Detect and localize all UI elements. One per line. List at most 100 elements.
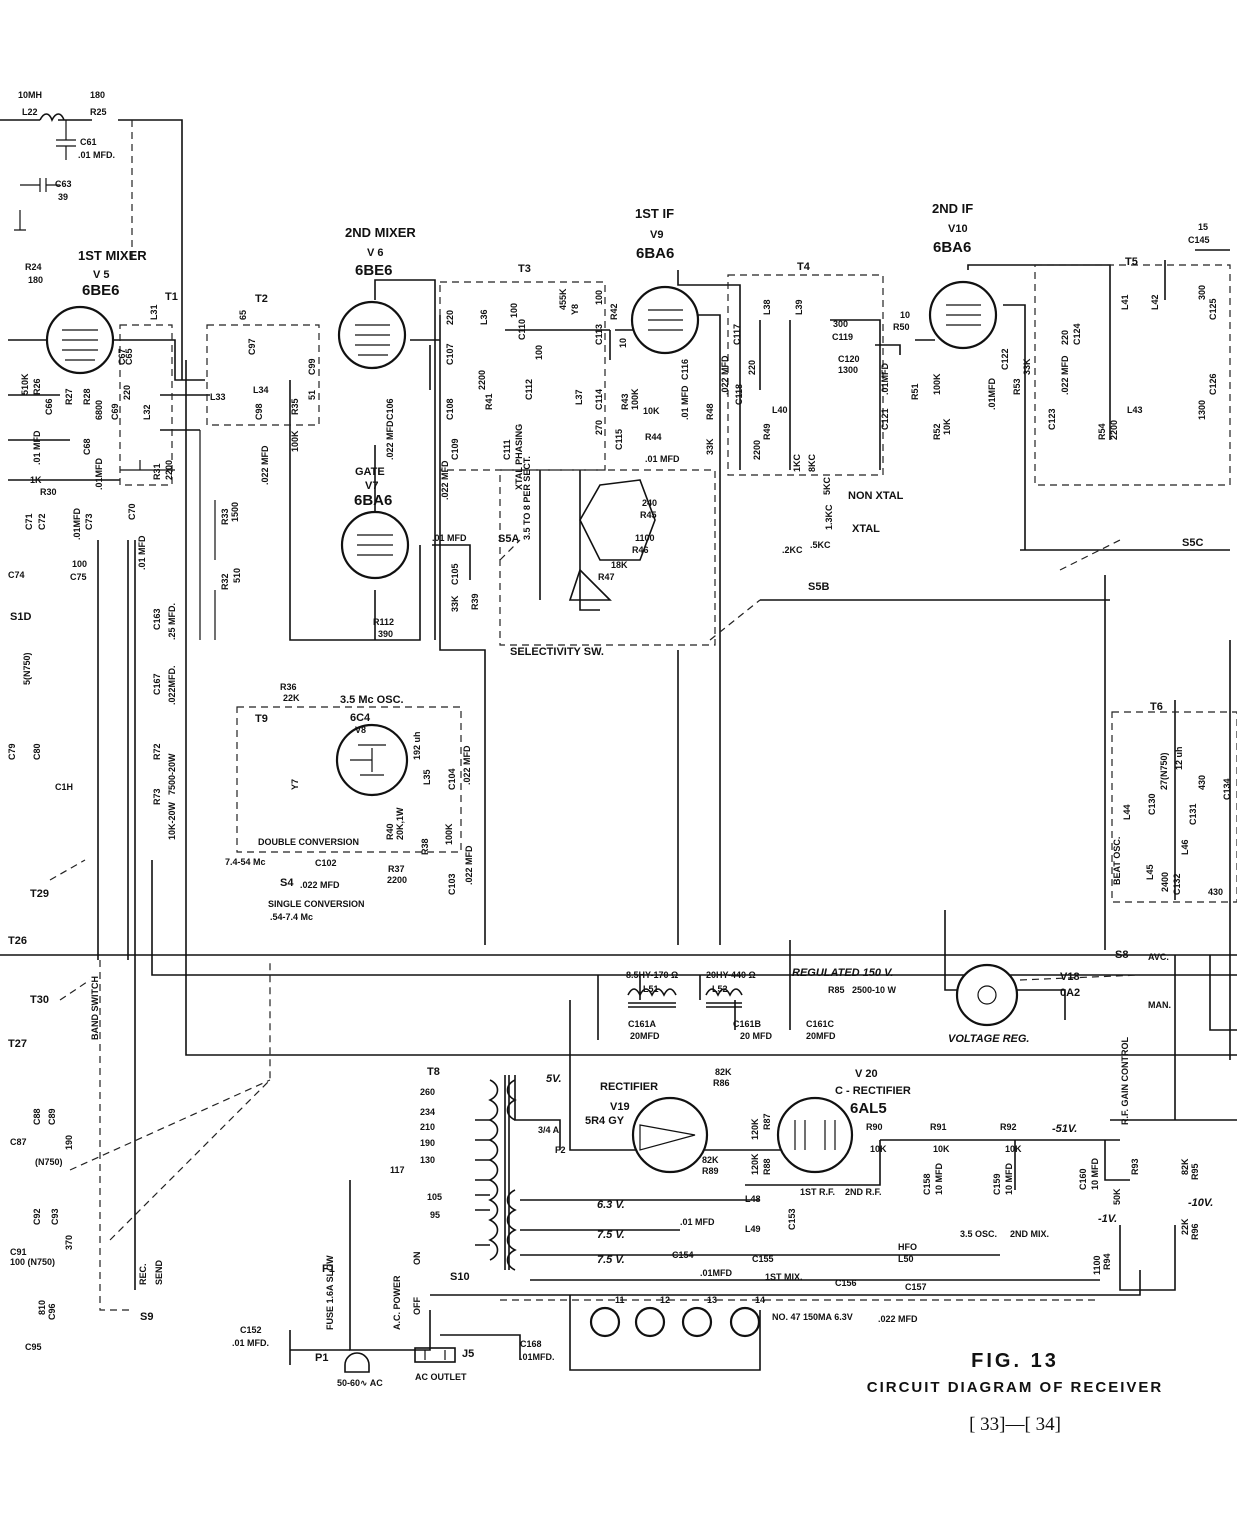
t30-label: T30 <box>30 994 49 1006</box>
c70-label: C70 <box>127 503 137 520</box>
p1-label: P1 <box>315 1352 328 1364</box>
l41-label: L41 <box>1120 294 1130 310</box>
c145-value: 15 <box>1198 222 1208 232</box>
t6-note-3: 430 <box>1208 887 1223 897</box>
c91-label: C91 <box>10 1247 27 1257</box>
c130-value: 27(N750) <box>1159 752 1169 790</box>
c161a-value: 20MFD <box>630 1031 660 1041</box>
c158-label: C158 <box>922 1173 932 1195</box>
c131-label: C131 <box>1188 803 1198 825</box>
r54-label: R54 <box>1097 423 1107 440</box>
l35-value: 192 uh <box>412 731 422 760</box>
l22-value: 10MH <box>18 90 42 100</box>
r24-label: R24 <box>25 262 42 272</box>
r48-value: 33K <box>705 438 715 455</box>
minus-51v-label: -51V. <box>1052 1123 1077 1135</box>
minus-10v-label: -10V. <box>1188 1197 1213 1209</box>
v18-type-label: 0A2 <box>1060 987 1080 999</box>
rec-label: REC. <box>138 1263 148 1285</box>
c103-label: C103 <box>447 873 457 895</box>
r96-value: 22K <box>1180 1218 1190 1235</box>
l48-label: L48 <box>745 1194 761 1204</box>
c155-value: .01MFD <box>700 1268 733 1278</box>
v8-type-label: 6C4 <box>350 712 371 724</box>
v8-stage-label: 3.5 Mc OSC. <box>340 694 404 706</box>
mains-plug <box>344 1347 456 1373</box>
c167-label: C167 <box>152 673 162 695</box>
t26-label: T26 <box>8 935 27 947</box>
c110-value: 100 <box>509 303 519 318</box>
c161a-label: C161A <box>628 1019 657 1029</box>
t6-note-1: 12 uh <box>1174 746 1184 770</box>
c134-label: C134 <box>1222 778 1232 800</box>
5v-label: 5V. <box>546 1073 562 1085</box>
c106-label: C106 <box>385 398 395 420</box>
r43-label: R43 <box>620 393 630 410</box>
c122-value: .01MFD <box>987 377 997 410</box>
s4-label: S4 <box>280 877 294 889</box>
t8-tap-2: 234 <box>420 1107 435 1117</box>
t2-label: T2 <box>255 293 268 305</box>
l52-value: 20HY-440 Ω <box>706 970 756 980</box>
r49-value: 2200 <box>752 440 762 460</box>
off-label: OFF <box>412 1297 422 1315</box>
c103-value: .022 MFD <box>464 845 474 885</box>
c97-value: 65 <box>238 310 248 320</box>
r72-value: 7500-20W <box>167 753 177 795</box>
tube-v18 <box>955 963 1019 1027</box>
v5-stage-label: 1ST MIXER <box>78 248 147 263</box>
c154-value: .01 MFD <box>680 1217 715 1227</box>
s5c-label: S5C <box>1182 537 1203 549</box>
r42-label: R42 <box>609 303 619 320</box>
xtal-freq-4: 1.3KC <box>824 504 834 530</box>
c99-value: 51 <box>307 390 317 400</box>
r52-value: 10K <box>942 418 952 435</box>
r39-label: R39 <box>470 593 480 610</box>
v20-ref-label: V 20 <box>855 1068 878 1080</box>
c88-label: C88 <box>32 1108 42 1125</box>
f1-label: F1 <box>322 1263 335 1275</box>
l32-label: L32 <box>142 404 152 420</box>
c87-value: (N750) <box>35 1157 63 1167</box>
non-xtal-label: NON XTAL <box>848 490 904 502</box>
r50-label: R50 <box>893 322 910 332</box>
c63-label: C63 <box>55 179 72 189</box>
r38-label: R38 <box>420 838 430 855</box>
l42-label: L42 <box>1150 294 1160 310</box>
c99-label: C99 <box>307 358 317 375</box>
t6-note-2: 430 <box>1197 775 1207 790</box>
t27-label: T27 <box>8 1038 27 1050</box>
c66-value: .01 MFD <box>32 430 42 465</box>
s8-label: S8 <box>1115 949 1128 961</box>
r89-value: 82K <box>702 1155 719 1165</box>
t8-tap-5: 130 <box>420 1155 435 1165</box>
hfo-label: HFO <box>898 1242 917 1252</box>
v7-type-label: 6BA6 <box>354 492 392 509</box>
r39-value: 33K <box>450 595 460 612</box>
c97-label: C97 <box>247 338 257 355</box>
lamp-4-label: 14 <box>755 1295 765 1305</box>
r41-label: R41 <box>484 393 494 410</box>
v9-stage-label: 1ST IF <box>635 206 674 221</box>
r43-value: 100K <box>630 388 640 410</box>
r92-value: 10K <box>1005 1144 1022 1154</box>
l51-label: L51 <box>643 984 659 994</box>
r46-value: 1100 <box>635 533 655 543</box>
r33-value: 1500 <box>230 502 240 522</box>
r40-label: R40 <box>385 823 395 840</box>
c132-value: 2400 <box>1160 872 1170 892</box>
c65-label: C65 <box>124 348 134 365</box>
c161c-value: 20MFD <box>806 1031 836 1041</box>
c79-label: C79 <box>7 743 17 760</box>
t1-label: T1 <box>165 291 178 303</box>
c87-label: C87 <box>10 1137 27 1147</box>
xtal-freq-2: 8KC <box>807 453 817 472</box>
r26-value: 510K <box>20 373 30 395</box>
r35-label: R35 <box>290 398 300 415</box>
heater-label-2: 2ND R.F. <box>845 1187 882 1197</box>
l37-label: L37 <box>574 389 584 405</box>
p1-value: 50-60∿ AC <box>337 1378 383 1388</box>
r27-label: R27 <box>64 388 74 405</box>
r53-value: 33K <box>1022 358 1032 375</box>
c75-label: C75 <box>70 572 87 582</box>
